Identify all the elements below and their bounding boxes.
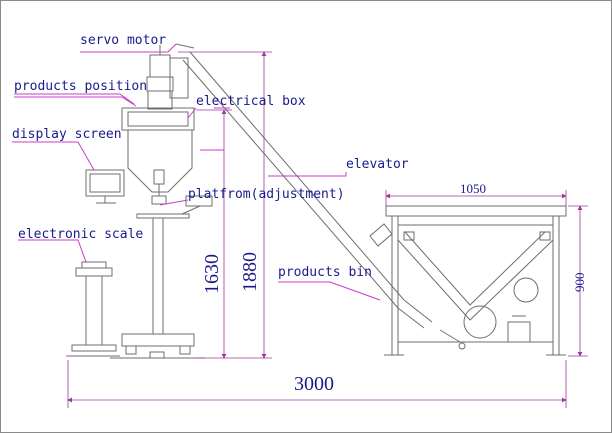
dimension-total-length: 3000 bbox=[294, 373, 334, 395]
label-products-position: products position bbox=[14, 79, 148, 94]
label-electrical-box: electrical box bbox=[196, 94, 306, 109]
label-display-screen: display screen bbox=[12, 127, 122, 142]
dimension-total-height: 1880 bbox=[239, 252, 261, 292]
label-platform: platfrom(adjustment) bbox=[188, 187, 345, 202]
leader-lines bbox=[12, 43, 381, 301]
dimension-filler-height: 1630 bbox=[201, 254, 223, 294]
elevator bbox=[175, 43, 433, 329]
dimension-bin-height: 900 bbox=[572, 272, 587, 293]
label-products-bin: products bin bbox=[278, 265, 372, 280]
electronic-scale bbox=[66, 261, 120, 357]
dimension-lines bbox=[67, 51, 588, 408]
products-bin bbox=[384, 205, 567, 356]
dimension-bin-width: 1050 bbox=[460, 181, 486, 196]
label-servo-motor: servo motor bbox=[80, 33, 167, 48]
label-elevator: elevator bbox=[346, 157, 409, 172]
filling-machine bbox=[85, 45, 213, 359]
label-electronic-scale: electronic scale bbox=[18, 227, 144, 242]
